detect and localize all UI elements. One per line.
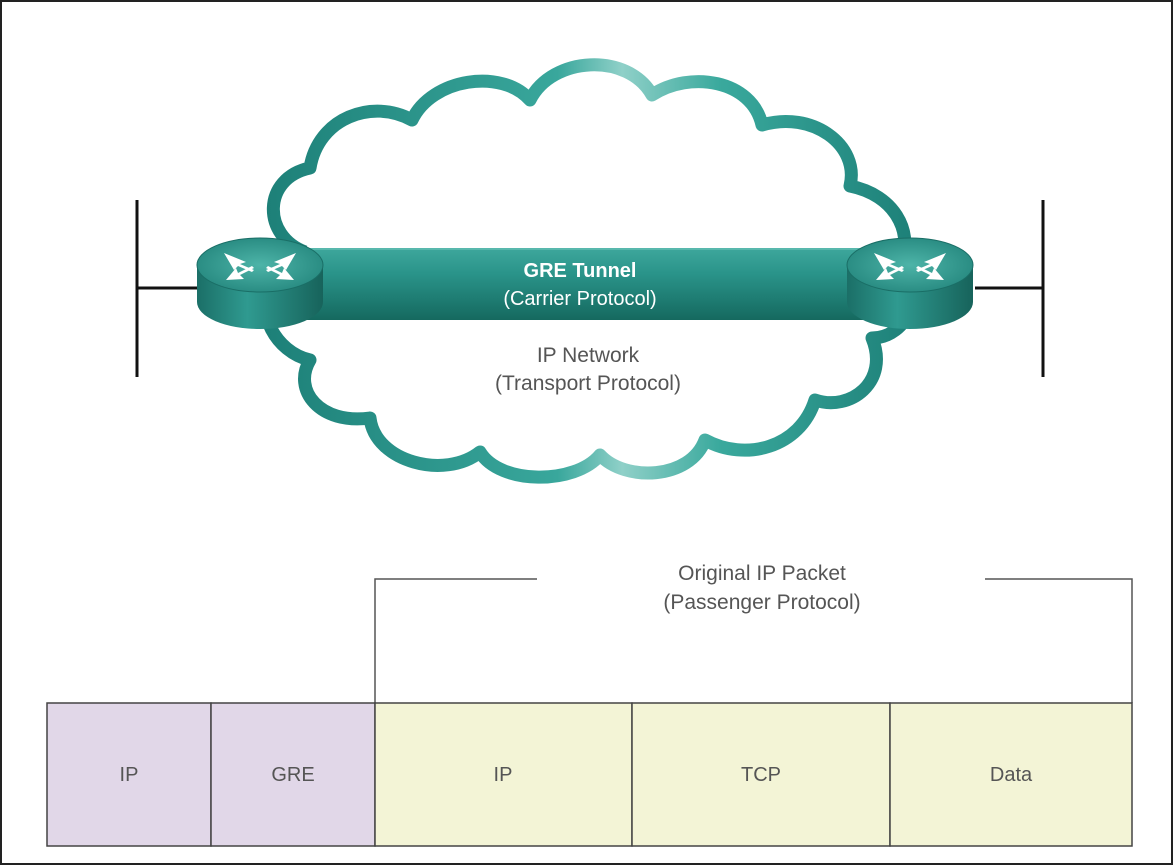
field-data: Data	[889, 702, 1133, 847]
field-label: GRE	[271, 764, 314, 786]
left-access-line	[135, 200, 205, 377]
field-box	[46, 702, 212, 847]
network-title: IP Network	[537, 344, 640, 367]
field-label: TCP	[741, 764, 781, 786]
field-box	[889, 702, 1133, 847]
gre-tunnel	[300, 248, 870, 320]
passenger-bracket	[374, 578, 1133, 703]
field-label: Data	[990, 764, 1033, 786]
field-ip-outer: IP	[46, 702, 212, 847]
field-label: IP	[494, 764, 513, 786]
field-gre: GRE	[210, 702, 376, 847]
packet-fields: IP GRE IP TCP Data	[46, 702, 1133, 847]
router-arrows-icon	[874, 253, 946, 280]
packet-subtitle: (Passenger Protocol)	[663, 591, 860, 614]
router-arrows-icon	[224, 253, 296, 280]
field-box	[631, 702, 891, 847]
field-tcp: TCP	[631, 702, 891, 847]
right-access-line	[975, 200, 1045, 377]
right-router	[846, 237, 974, 329]
left-router	[196, 237, 324, 329]
field-box	[374, 702, 633, 847]
tunnel-title: GRE Tunnel	[524, 260, 637, 282]
field-box	[210, 702, 376, 847]
field-ip-inner: IP	[374, 702, 633, 847]
tunnel-subtitle: (Carrier Protocol)	[503, 288, 656, 310]
network-subtitle: (Transport Protocol)	[495, 372, 681, 395]
packet-title: Original IP Packet	[678, 562, 846, 585]
field-label: IP	[120, 764, 139, 786]
